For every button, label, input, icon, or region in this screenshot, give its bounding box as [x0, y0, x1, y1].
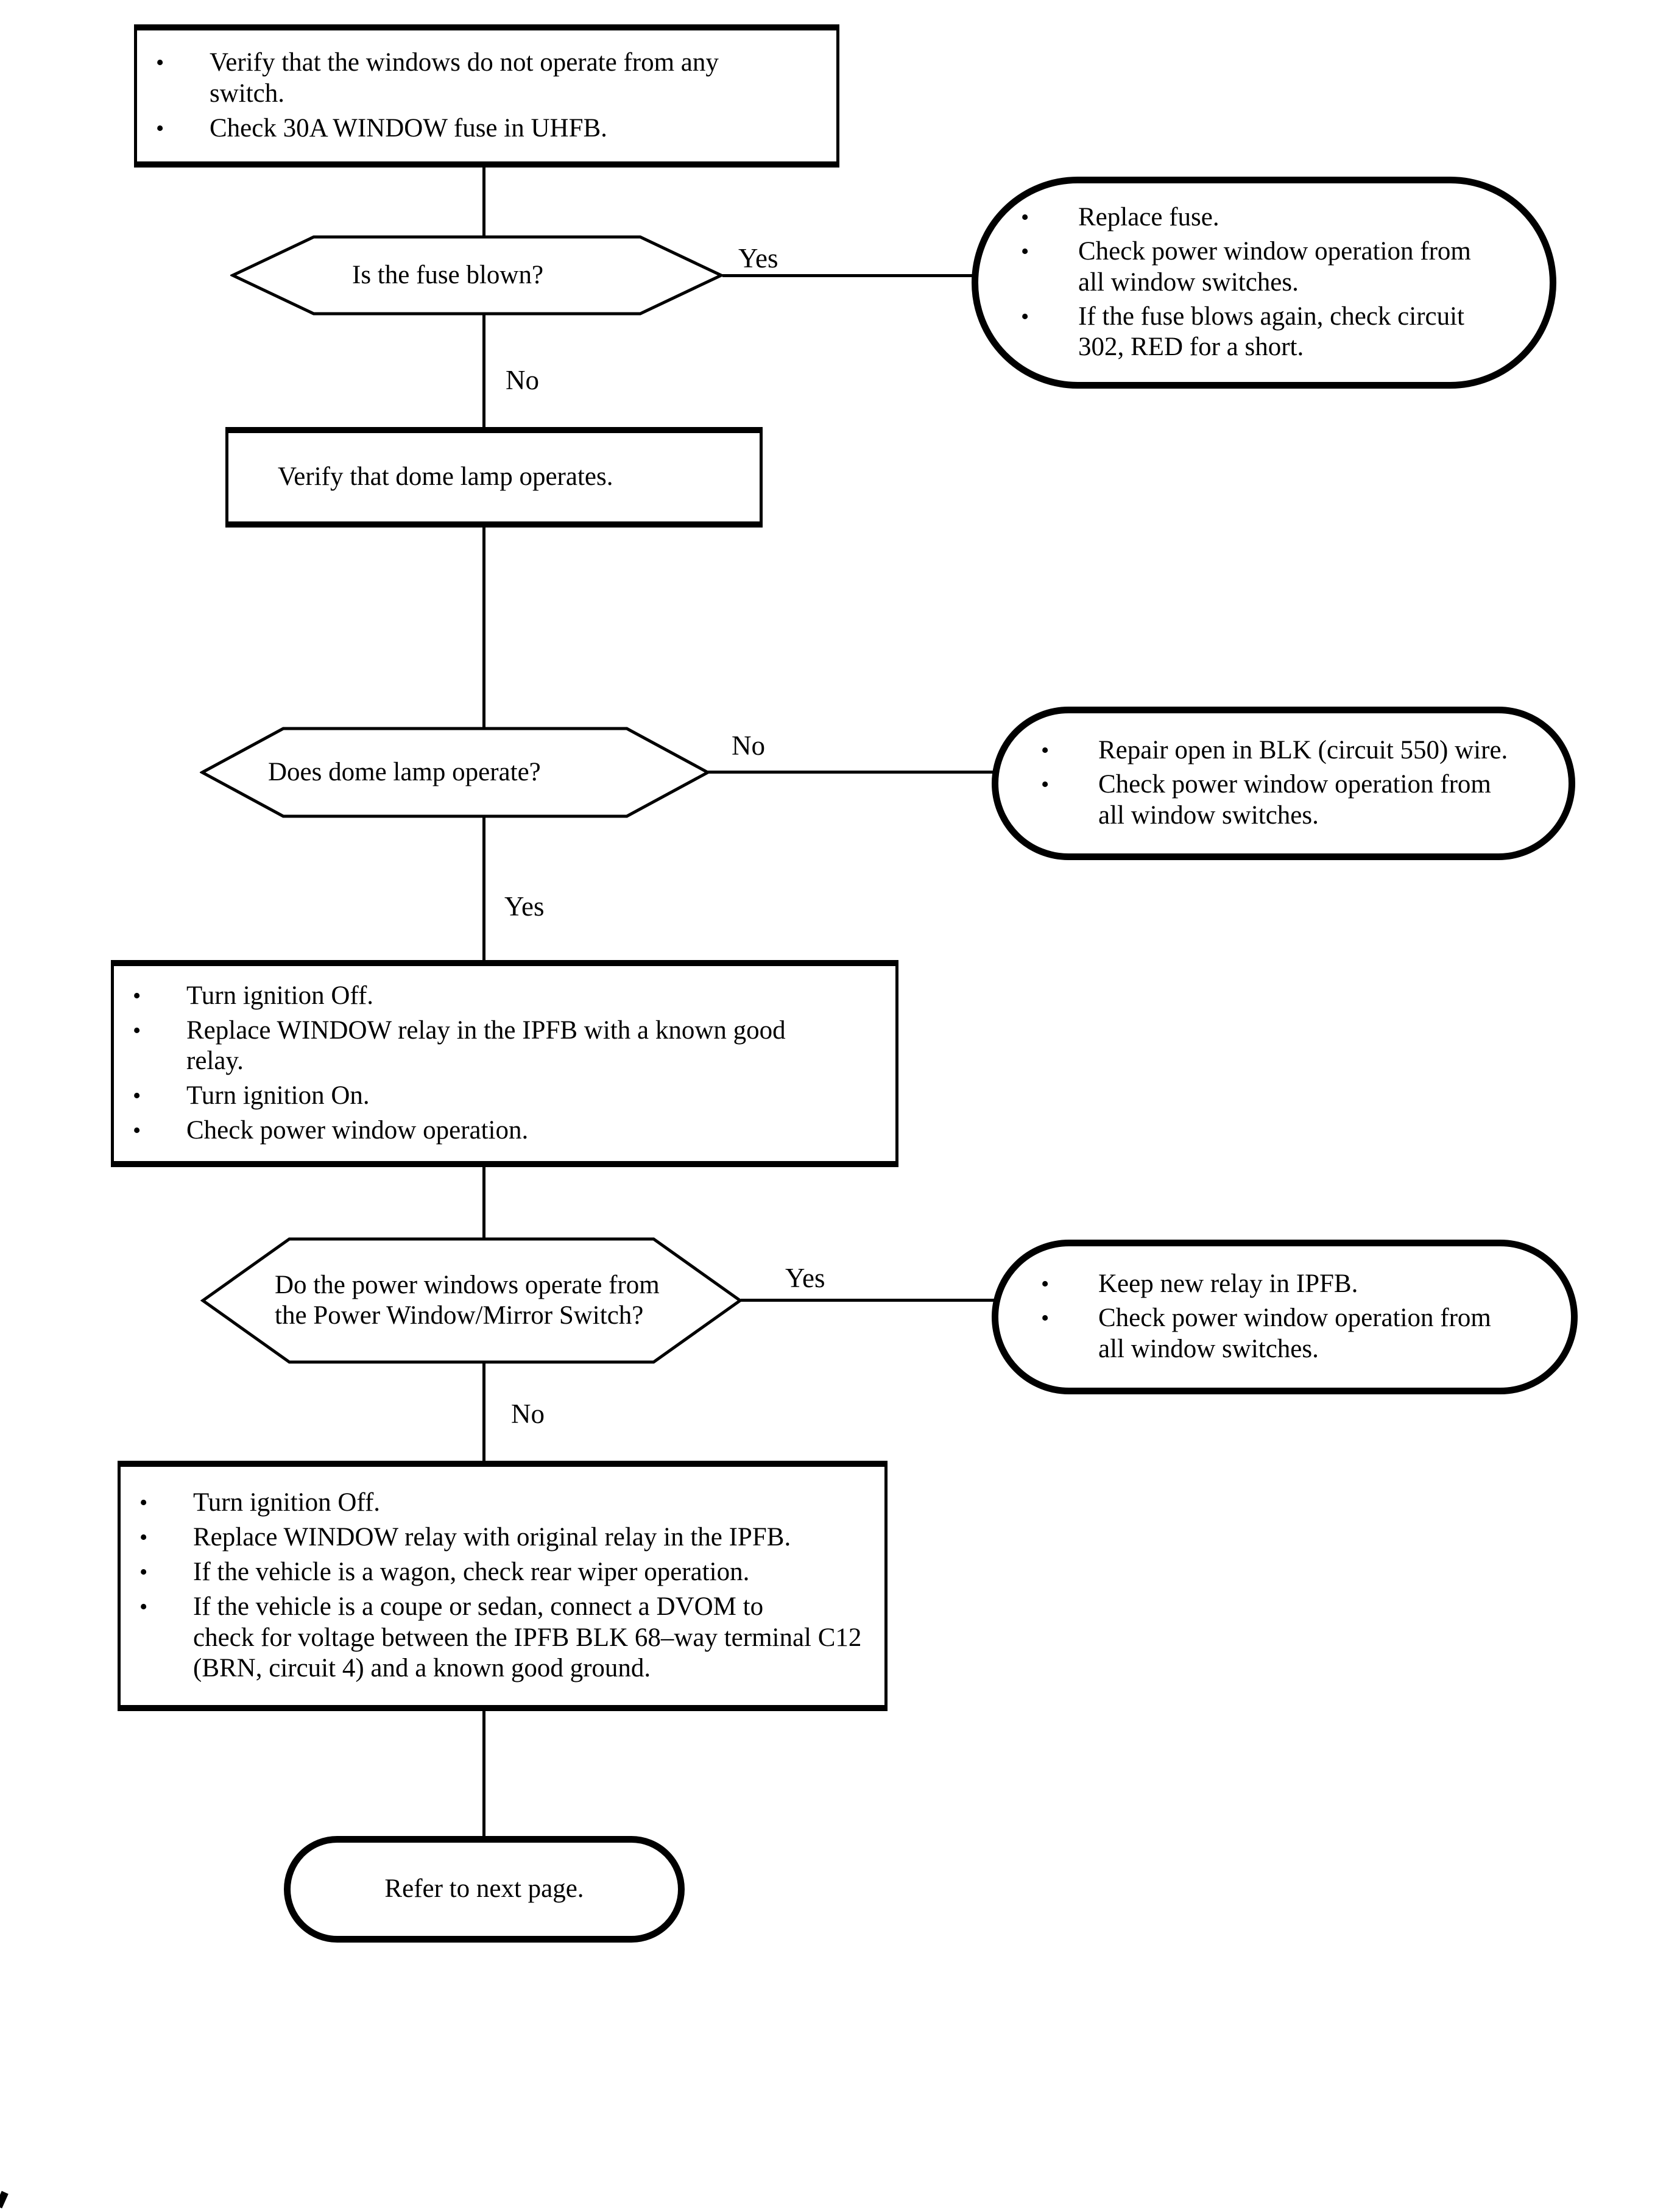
list-item: • Check 30A WINDOW fuse in UHFB. — [137, 113, 775, 144]
bullet-list: • Keep new relay in IPFB. • Check power … — [998, 1266, 1571, 1368]
list-item: • Turn ignition Off. — [114, 981, 835, 1012]
connector-start-to-decision-fuse — [482, 166, 485, 236]
bullet-item-text: Check power window operation from all wi… — [1078, 237, 1471, 297]
bullet-list: • Turn ignition Off. • Replace WINDOW re… — [114, 977, 895, 1151]
branch-label-no-fuse: No — [506, 365, 539, 395]
bullet-icon: • — [1021, 303, 1029, 330]
hexagon-shape — [200, 1237, 743, 1364]
branch-label-no-windows: No — [511, 1399, 545, 1429]
bullet-item-text: Replace fuse. — [1078, 202, 1219, 231]
page-edge-artifact — [0, 2191, 9, 2209]
bullet-item-text: If the vehicle is a wagon, check rear wi… — [193, 1557, 750, 1586]
bullet-item-text: Check power window operation from all wi… — [1098, 770, 1491, 830]
decision-question: Does dome lamp operate? — [268, 758, 541, 787]
connector-fuse-no — [482, 314, 485, 428]
bullet-item-text: Keep new relay in IPFB. — [1098, 1269, 1358, 1299]
decision-dome-lamp: Does dome lamp operate? — [200, 726, 710, 819]
list-item: • Turn ignition On. — [114, 1081, 835, 1112]
bullet-item-text: Turn ignition Off. — [193, 1488, 381, 1517]
decision-question: Is the fuse blown? — [352, 261, 544, 290]
branch-label-yes-fuse: Yes — [738, 243, 778, 274]
bullet-item-text: Replace WINDOW relay in the IPFB with a … — [186, 1015, 786, 1076]
connector-dome-yes — [482, 817, 485, 961]
step-text: Verify that dome lamp operates. — [278, 462, 613, 492]
terminator-text: Refer to next page. — [384, 1874, 584, 1904]
bullet-icon: • — [139, 1524, 148, 1550]
list-item: • Replace WINDOW relay with original rel… — [121, 1522, 866, 1553]
bullet-icon: • — [1041, 1271, 1050, 1297]
bullet-item-text: If the vehicle is a coupe or sedan, conn… — [193, 1592, 862, 1683]
decision-power-windows: Do the power windows operate from the Po… — [200, 1237, 743, 1364]
list-item: • Keep new relay in IPFB. — [998, 1269, 1522, 1300]
bullet-item-text: Verify that the windows do not operate f… — [210, 48, 719, 108]
list-item: • If the fuse blows again, check circuit… — [978, 302, 1501, 363]
bullet-item-text: Turn ignition Off. — [186, 981, 374, 1010]
bullet-icon: • — [139, 1559, 148, 1585]
bullet-icon: • — [1041, 738, 1050, 764]
list-item: • Verify that the windows do not operate… — [137, 48, 775, 109]
connector-windows-no — [482, 1363, 485, 1462]
connector-fuse-yes — [722, 274, 975, 277]
list-item: • Check power window operation from all … — [978, 236, 1501, 298]
bullet-item-text: Replace WINDOW relay with original relay… — [193, 1522, 791, 1552]
list-item: • Replace WINDOW relay in the IPFB with … — [114, 1015, 835, 1077]
bullet-list: • Verify that the windows do not operate… — [137, 44, 836, 148]
connector-step-to-decision-dome — [482, 526, 485, 727]
connector-step-to-decision-windows — [482, 1166, 485, 1238]
branch-label-yes-windows: Yes — [785, 1263, 825, 1293]
list-item: • Check power window operation from all … — [998, 769, 1520, 831]
list-item: • Check power window operation. — [114, 1115, 835, 1146]
bullet-icon: • — [139, 1594, 148, 1620]
list-item: • Repair open in BLK (circuit 550) wire. — [998, 735, 1520, 766]
connector-to-terminator — [482, 1710, 485, 1837]
decision-question: Do the power windows operate from the Po… — [275, 1271, 660, 1330]
list-item: • If the vehicle is a coupe or sedan, co… — [121, 1592, 866, 1684]
connector-windows-yes — [741, 1299, 994, 1302]
bullet-icon: • — [1041, 772, 1050, 798]
connector-dome-no — [708, 771, 994, 774]
list-item: • Replace fuse. — [978, 202, 1501, 233]
bullet-icon: • — [1021, 239, 1029, 265]
step-relay-restore: • Turn ignition Off. • Replace WINDOW re… — [118, 1461, 888, 1711]
bullet-item-text: Check 30A WINDOW fuse in UHFB. — [210, 113, 607, 143]
bullet-icon: • — [139, 1489, 148, 1516]
bullet-icon: • — [133, 983, 141, 1009]
list-item: • Turn ignition Off. — [121, 1488, 866, 1519]
branch-label-yes-dome: Yes — [504, 891, 545, 922]
hexagon-shape — [230, 235, 724, 316]
step-verify-dome-lamp: Verify that dome lamp operates. — [225, 427, 763, 528]
bullet-icon: • — [156, 115, 164, 141]
step-relay-swap: • Turn ignition Off. • Replace WINDOW re… — [111, 960, 898, 1167]
action-repair-open: • Repair open in BLK (circuit 550) wire.… — [992, 707, 1575, 860]
bullet-item-text: If the fuse blows again, check circuit 3… — [1078, 302, 1464, 362]
bullet-list: • Turn ignition Off. • Replace WINDOW re… — [121, 1484, 884, 1688]
bullet-item-text: Check power window operation. — [186, 1116, 529, 1145]
start-box: • Verify that the windows do not operate… — [134, 24, 839, 168]
bullet-list: • Repair open in BLK (circuit 550) wire.… — [998, 732, 1569, 835]
bullet-icon: • — [133, 1118, 141, 1144]
bullet-icon: • — [133, 1083, 141, 1109]
bullet-item-text: Check power window operation from all wi… — [1098, 1304, 1491, 1364]
decision-fuse-blown: Is the fuse blown? — [230, 235, 724, 316]
bullet-item-text: Repair open in BLK (circuit 550) wire. — [1098, 736, 1508, 765]
bullet-item-text: Turn ignition On. — [186, 1081, 370, 1110]
action-replace-fuse: • Replace fuse. • Check power window ope… — [972, 177, 1556, 389]
list-item: • Check power window operation from all … — [998, 1303, 1522, 1364]
bullet-icon: • — [156, 50, 164, 76]
list-item: • If the vehicle is a wagon, check rear … — [121, 1557, 866, 1588]
bullet-icon: • — [1021, 204, 1029, 230]
bullet-icon: • — [133, 1017, 141, 1043]
bullet-list: • Replace fuse. • Check power window ope… — [978, 199, 1550, 366]
terminator-next-page: Refer to next page. — [284, 1836, 685, 1943]
branch-label-no-dome: No — [732, 730, 765, 761]
bullet-icon: • — [1041, 1305, 1050, 1332]
action-keep-relay: • Keep new relay in IPFB. • Check power … — [992, 1240, 1578, 1394]
